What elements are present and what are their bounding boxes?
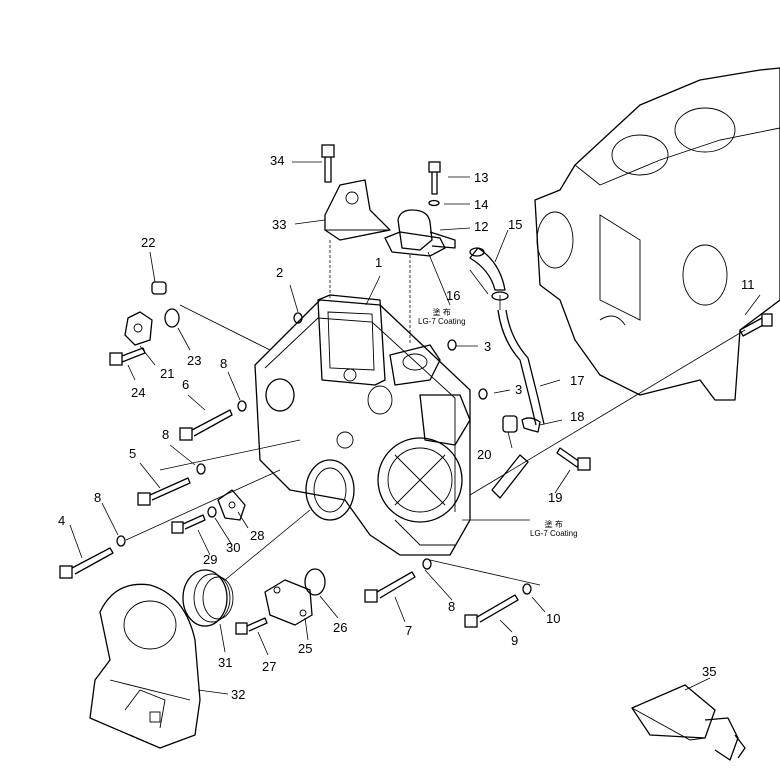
bolt-4	[59, 547, 114, 579]
coating-note-top: 塗 布 LG-7 Coating	[418, 308, 466, 326]
callout-24: 24	[131, 385, 146, 400]
cover-25	[264, 579, 313, 626]
bolt-27	[235, 617, 268, 635]
coating-note-mid-en: LG-7 Coating	[530, 529, 578, 539]
callout-17: 17	[570, 373, 585, 388]
bolt-13	[428, 161, 441, 207]
callout-9: 9	[511, 633, 519, 648]
callout-23: 23	[187, 353, 202, 368]
bolt-34	[321, 144, 335, 183]
cap-22	[151, 281, 167, 295]
washer-30	[207, 506, 217, 518]
callout-8: 8	[162, 427, 170, 442]
leader-lines	[69, 161, 761, 695]
callout-26: 26	[333, 620, 348, 635]
callout-4: 4	[58, 513, 66, 528]
thermostat-housing-12	[384, 209, 456, 257]
water-pipe-17	[491, 309, 545, 499]
callout-3: 3	[484, 339, 492, 354]
coating-note-mid-jp: 塗 布	[544, 520, 563, 529]
cylinder-block	[534, 67, 780, 401]
callout-8: 8	[220, 356, 228, 371]
callout-8: 8	[94, 490, 102, 505]
tool-35	[631, 684, 746, 761]
callout-19: 19	[548, 490, 563, 505]
callout-1: 1	[375, 255, 383, 270]
callout-2: 2	[276, 265, 284, 280]
callout-34: 34	[270, 153, 285, 168]
callout-3: 3	[515, 382, 523, 397]
o-rings-small	[293, 312, 488, 400]
callout-15: 15	[508, 217, 523, 232]
callout-22: 22	[141, 235, 156, 250]
bolt-5	[137, 477, 191, 506]
bolt-7	[364, 571, 416, 603]
washers-8	[116, 400, 532, 595]
coating-note-top-jp: 塗 布	[432, 308, 451, 317]
o-ring-23	[164, 308, 180, 328]
callout-31: 31	[218, 655, 233, 670]
callout-25: 25	[298, 641, 313, 656]
callout-27: 27	[262, 659, 277, 674]
callout-18: 18	[570, 409, 585, 424]
callout-14: 14	[474, 197, 489, 212]
gear-case	[254, 294, 471, 556]
flange-21	[124, 311, 153, 346]
bolt-24	[109, 347, 146, 366]
bolt-29	[171, 514, 206, 534]
engine-support-32	[89, 583, 201, 749]
oil-seal-31	[182, 569, 234, 627]
callout-32: 32	[231, 687, 246, 702]
clip-18	[521, 417, 541, 433]
callout-30: 30	[226, 540, 241, 555]
callout-35: 35	[702, 664, 717, 679]
coating-note-top-en: LG-7 Coating	[418, 317, 466, 327]
callout-11: 11	[741, 277, 755, 292]
callout-20: 20	[477, 447, 492, 462]
callout-7: 7	[405, 623, 413, 638]
callout-21: 21	[160, 366, 175, 381]
callout-28: 28	[250, 528, 265, 543]
o-ring-26	[304, 568, 326, 596]
spacer-20	[502, 415, 518, 433]
callout-6: 6	[182, 377, 190, 392]
callout-16: 16	[446, 288, 461, 303]
bracket-33	[324, 179, 391, 241]
bolt-9	[464, 594, 519, 628]
bolt-19	[556, 447, 591, 471]
callout-13: 13	[474, 170, 489, 185]
hose-15	[469, 247, 509, 301]
callout-33: 33	[272, 217, 287, 232]
coating-note-mid: 塗 布 LG-7 Coating	[530, 520, 578, 538]
callout-12: 12	[474, 219, 489, 234]
bolt-6	[179, 409, 233, 441]
callout-10: 10	[546, 611, 561, 626]
callout-8: 8	[448, 599, 456, 614]
callout-29: 29	[203, 552, 218, 567]
bolt-11	[739, 313, 773, 337]
callout-5: 5	[129, 446, 137, 461]
plate-28	[217, 489, 246, 521]
